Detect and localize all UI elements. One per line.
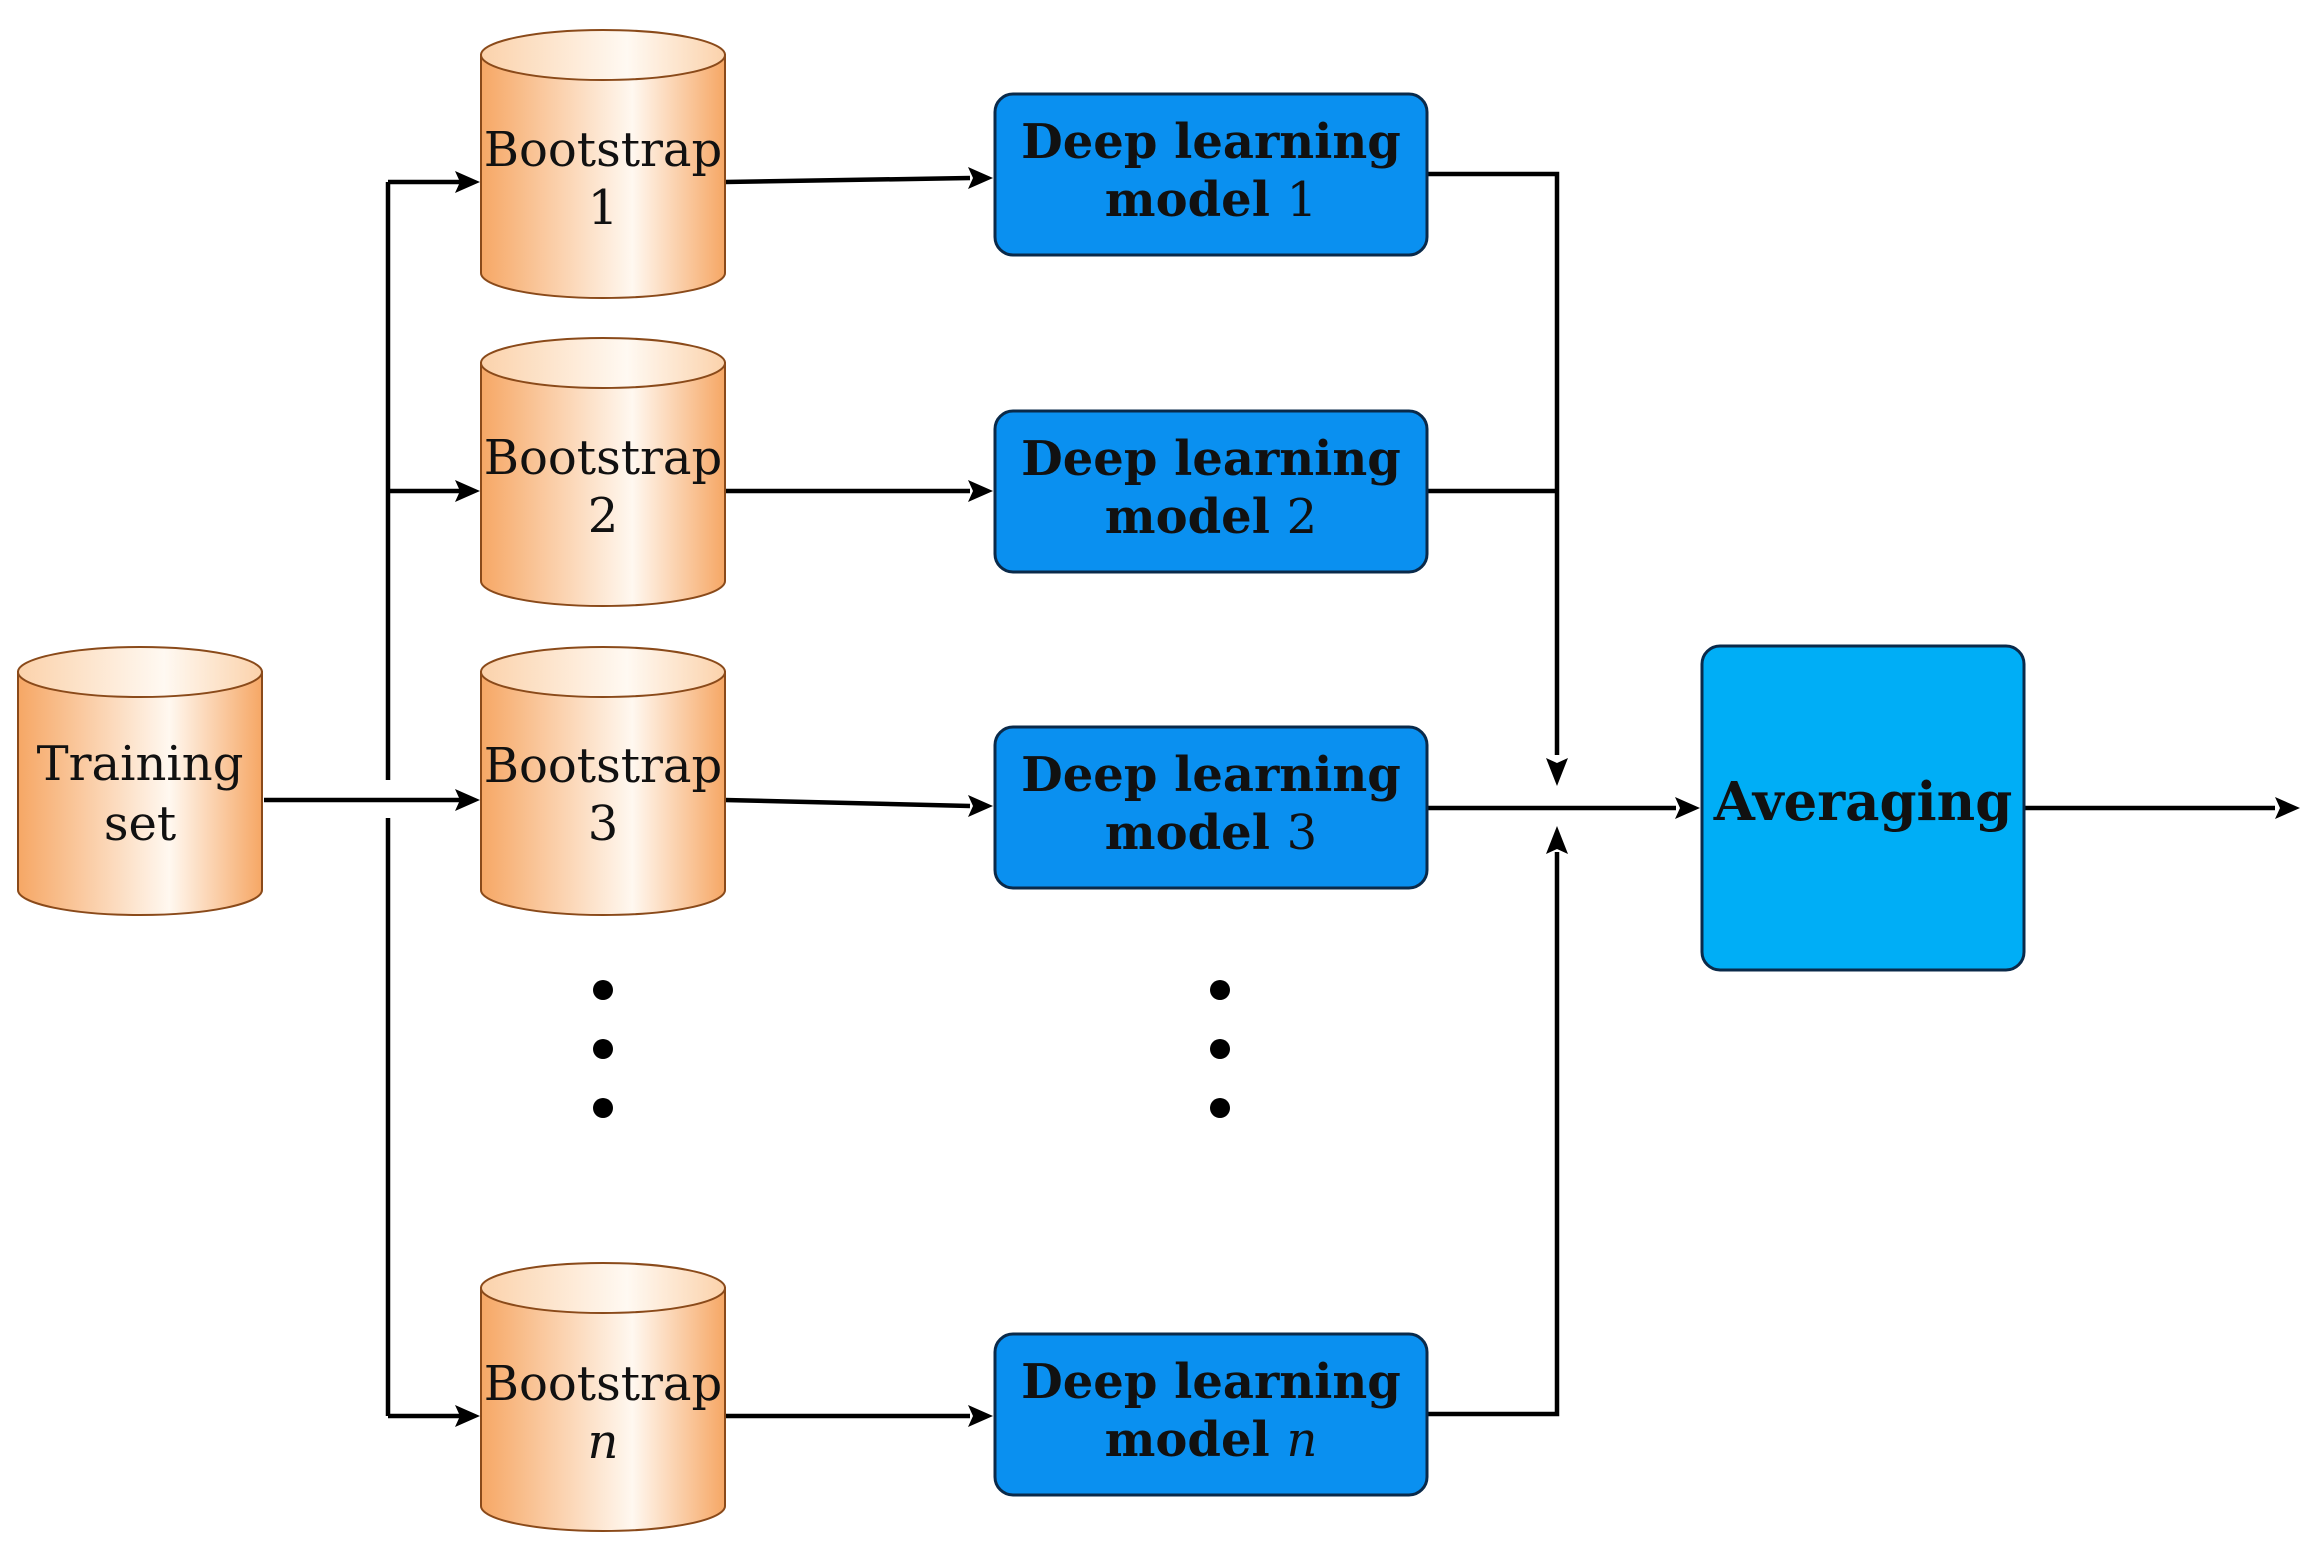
model-title: Deep learning bbox=[1021, 1354, 1401, 1410]
model-subtitle: model 1 bbox=[1105, 172, 1317, 228]
arrowhead bbox=[968, 167, 993, 189]
dot bbox=[1210, 980, 1230, 1000]
model-subtitle: model 3 bbox=[1105, 805, 1317, 861]
model-title: Deep learning bbox=[1021, 747, 1401, 803]
bootstrap-3-to-model-3 bbox=[724, 797, 971, 809]
arrowhead bbox=[968, 795, 993, 817]
model-title: Deep learning bbox=[1021, 114, 1401, 170]
bootstrap-index: 1 bbox=[588, 180, 619, 236]
training-set-label-line1: Training bbox=[37, 736, 244, 792]
arrowhead bbox=[968, 480, 993, 502]
model-index: n bbox=[1286, 1412, 1317, 1468]
arrowheads bbox=[455, 167, 2300, 1427]
model-box-1: Deep learning model 1 bbox=[993, 92, 1429, 257]
bootstrap-cylinder-2: Bootstrap 2 bbox=[480, 337, 726, 607]
bootstrap-label: Bootstrap bbox=[484, 738, 723, 794]
ellipsis-bootstraps bbox=[593, 980, 613, 1118]
model-subtitle: model 2 bbox=[1105, 489, 1317, 545]
model-box-n: Deep learning model n bbox=[993, 1332, 1429, 1497]
bootstrap-index: n bbox=[588, 1414, 619, 1470]
model-index: 1 bbox=[1287, 172, 1318, 228]
model-1-to-merge bbox=[1428, 171, 1560, 755]
arrowhead bbox=[2275, 797, 2300, 819]
bootstrap-label: Bootstrap bbox=[484, 122, 723, 178]
training-set-label-line2: set bbox=[104, 796, 176, 852]
training-set-cylinder: Training set bbox=[17, 646, 263, 916]
arrowhead bbox=[1546, 826, 1568, 854]
arrowhead bbox=[968, 1405, 993, 1427]
model-prefix: model bbox=[1105, 172, 1270, 228]
dot bbox=[593, 1039, 613, 1059]
ellipsis-models bbox=[1210, 980, 1230, 1118]
model-box-2: Deep learning model 2 bbox=[993, 409, 1429, 574]
dot bbox=[1210, 1039, 1230, 1059]
bootstrap-cylinder-3: Bootstrap 3 bbox=[480, 646, 726, 916]
bootstrap-cylinder-n: Bootstrap n bbox=[480, 1262, 726, 1532]
bootstrap-label: Bootstrap bbox=[484, 430, 723, 486]
bootstrap-cylinder-1: Bootstrap 1 bbox=[480, 29, 726, 299]
averaging-box: Averaging bbox=[1700, 644, 2026, 972]
averaging-label: Averaging bbox=[1713, 771, 2013, 833]
model-prefix: model bbox=[1105, 1412, 1270, 1468]
arrowhead bbox=[455, 1405, 480, 1427]
connectors bbox=[264, 171, 2275, 1419]
arrowhead bbox=[455, 171, 480, 193]
bootstrap-index: 3 bbox=[588, 796, 619, 852]
model-title: Deep learning bbox=[1021, 431, 1401, 487]
model-subtitle: model n bbox=[1105, 1412, 1318, 1468]
model-n-to-merge bbox=[1428, 852, 1560, 1417]
dot bbox=[593, 980, 613, 1000]
arrowhead bbox=[455, 789, 480, 811]
bootstrap-1-to-model-1 bbox=[724, 175, 971, 185]
dot bbox=[593, 1098, 613, 1118]
model-index: 2 bbox=[1287, 489, 1318, 545]
dot bbox=[1210, 1098, 1230, 1118]
arrowhead bbox=[455, 480, 480, 502]
model-prefix: model bbox=[1105, 805, 1270, 861]
model-index: 3 bbox=[1287, 805, 1318, 861]
arrowhead bbox=[1546, 758, 1568, 786]
model-box-3: Deep learning model 3 bbox=[993, 725, 1429, 890]
bootstrap-index: 2 bbox=[588, 488, 619, 544]
model-prefix: model bbox=[1105, 489, 1270, 545]
arrowhead bbox=[1675, 797, 1700, 819]
bootstrap-label: Bootstrap bbox=[484, 1356, 723, 1412]
